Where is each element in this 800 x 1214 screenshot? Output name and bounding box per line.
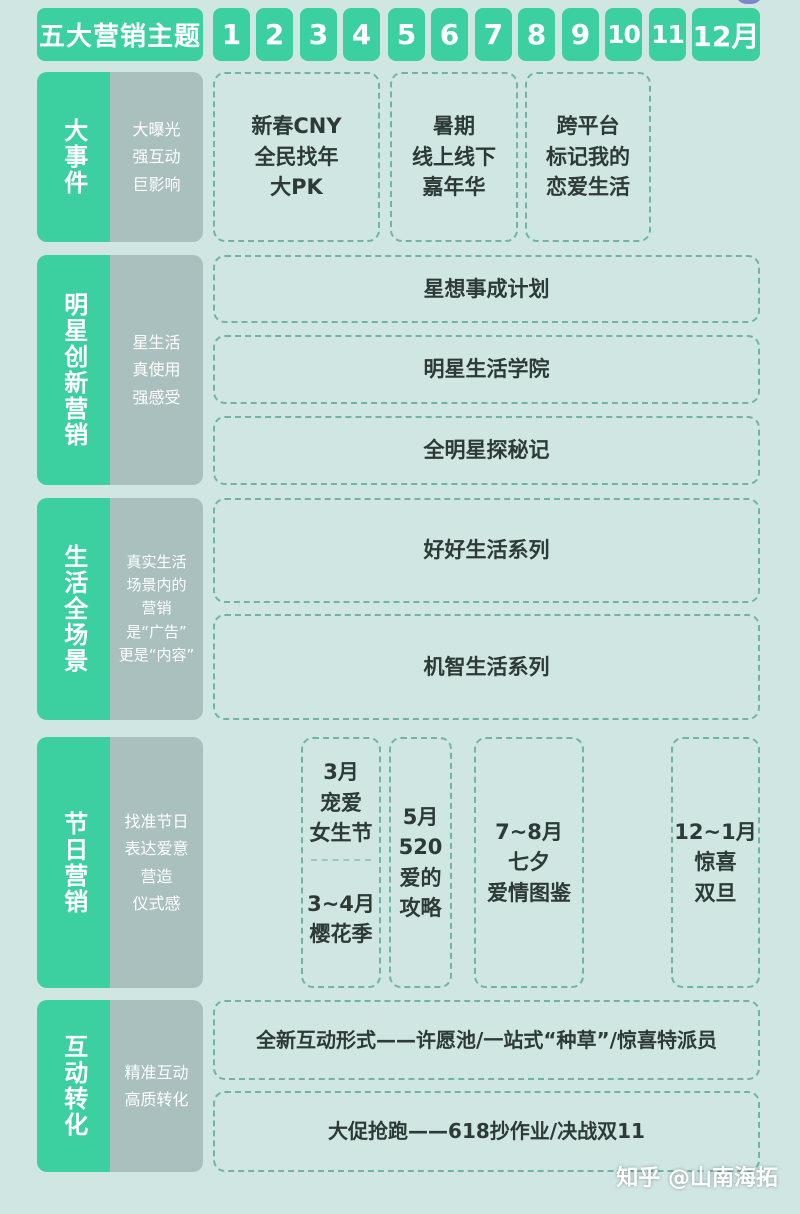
row-label-life-scenes: 生活全场景 真实生活 场景内的 营销 是“广告” 更是“内容” (37, 498, 203, 720)
life-card-smart-life: 机智生活系列 (213, 614, 760, 720)
month-2: 2 (256, 8, 293, 61)
month-4: 4 (343, 8, 380, 61)
row-label-celebrity: 明星创新营销 星生活 真使用 强感受 (37, 255, 203, 485)
event-card-cny: 新春CNY 全民找年 大PK (213, 72, 380, 242)
row-label-festivals: 节日营销 找准节日 表达爱意 营造 仪式感 (37, 737, 203, 988)
avatar-fragment (735, 0, 763, 4)
festival-card-march: 3月 宠爱 女生节 3~4月 樱花季 (301, 737, 381, 988)
event-card-summer: 暑期 线上线下 嘉年华 (390, 72, 518, 242)
celebrity-card-wish-plan: 星想事成计划 (213, 255, 760, 323)
interaction-card-promo: 大促抢跑——618抄作业/决战双11 (213, 1091, 760, 1172)
theme-label: 节日营销 (37, 737, 110, 988)
theme-description: 大曝光 强互动 巨影响 (110, 72, 203, 242)
month-6: 6 (431, 8, 468, 61)
month-11: 11 (649, 8, 686, 61)
watermark: 知乎 @山南海拓 (616, 1166, 778, 1191)
header-title: 五大营销主题 (37, 8, 203, 61)
event-card-cross-platform: 跨平台 标记我的 恋爱生活 (525, 72, 651, 242)
month-12: 12月 (692, 8, 760, 61)
interaction-card-new-forms: 全新互动形式——许愿池/一站式“种草”/惊喜特派员 (213, 1000, 760, 1080)
theme-description: 找准节日 表达爱意 营造 仪式感 (110, 737, 203, 988)
month-10: 10 (605, 8, 642, 61)
row-label-major-events: 大事件 大曝光 强互动 巨影响 (37, 72, 203, 242)
theme-label: 互动转化 (37, 1000, 110, 1172)
theme-label: 生活全场景 (37, 498, 110, 720)
life-card-good-life: 好好生活系列 (213, 498, 760, 603)
festival-sakura: 3~4月 樱花季 (307, 891, 375, 946)
row-label-interaction: 互动转化 精准互动 高质转化 (37, 1000, 203, 1172)
month-9: 9 (562, 8, 599, 61)
festival-womens-day: 3月 宠爱 女生节 (309, 760, 373, 846)
month-5: 5 (388, 8, 425, 61)
theme-description: 精准互动 高质转化 (110, 1000, 203, 1172)
theme-label: 大事件 (37, 72, 110, 242)
celebrity-card-explore: 全明星探秘记 (213, 416, 760, 485)
theme-label: 明星创新营销 (37, 255, 110, 485)
festival-card-qixi: 7~8月 七夕 爱情图鉴 (474, 737, 584, 988)
divider (311, 859, 371, 861)
month-7: 7 (475, 8, 512, 61)
theme-description: 星生活 真使用 强感受 (110, 255, 203, 485)
month-8: 8 (518, 8, 555, 61)
month-3: 3 (300, 8, 337, 61)
festival-card-520: 5月 520 爱的 攻略 (389, 737, 452, 988)
celebrity-card-life-academy: 明星生活学院 (213, 335, 760, 404)
festival-card-new-year: 12~1月 惊喜 双旦 (671, 737, 760, 988)
theme-description: 真实生活 场景内的 营销 是“广告” 更是“内容” (110, 498, 203, 720)
month-1: 1 (213, 8, 250, 61)
